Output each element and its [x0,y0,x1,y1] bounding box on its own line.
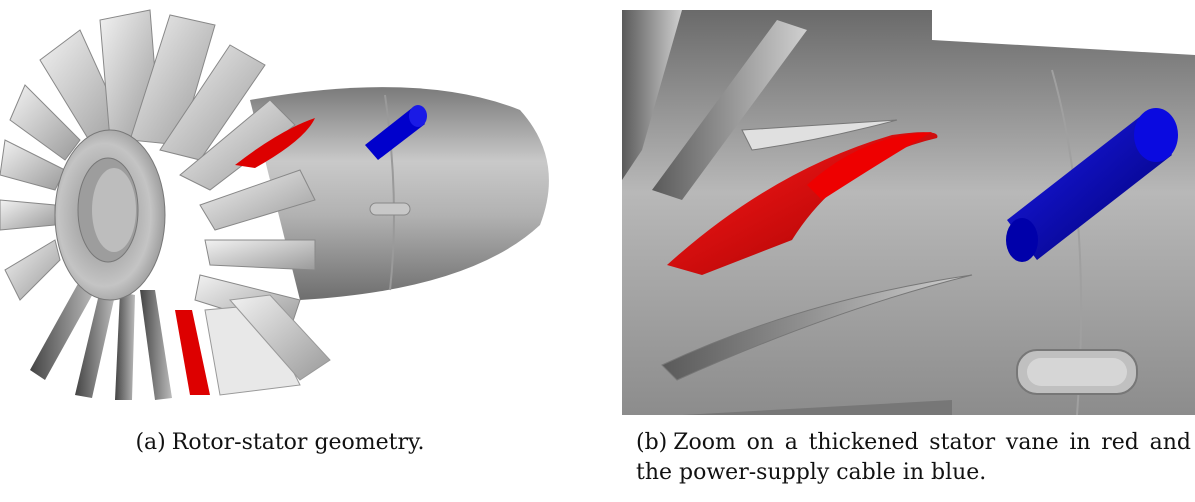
boss-fitting [369,202,411,216]
red-stator-vane [235,118,315,168]
subfigure-a-caption: (a)Rotor-stator geometry. [0,428,560,458]
rotor-blades-lower [30,280,331,400]
boss-fitting [1016,349,1138,395]
subfigure-b-caption: (b)Zoom on a thickened stator vane in re… [636,428,1191,488]
subfigure-a-image [0,0,560,410]
subfigure-b-text: Zoom on a thickened stator vane in red a… [636,430,1191,485]
red-stator-vane [667,132,938,275]
blue-cable [1006,108,1178,262]
rotor-blades [0,9,316,331]
subfigure-a-label: (a) [135,430,166,455]
subfigure-b-label: (b) [636,430,668,455]
hub-disk [54,129,166,301]
subfigure-a-text: Rotor-stator geometry. [171,430,425,455]
red-stator-vane-lower [175,310,210,395]
stator-vane-zoom-render [622,10,1195,415]
rotor-stator-render [0,9,549,400]
blue-cable [365,105,427,160]
hub-cone [250,87,549,300]
stator-vanes [622,10,973,415]
background [932,10,1195,55]
subfigure-b-image [622,10,1195,415]
